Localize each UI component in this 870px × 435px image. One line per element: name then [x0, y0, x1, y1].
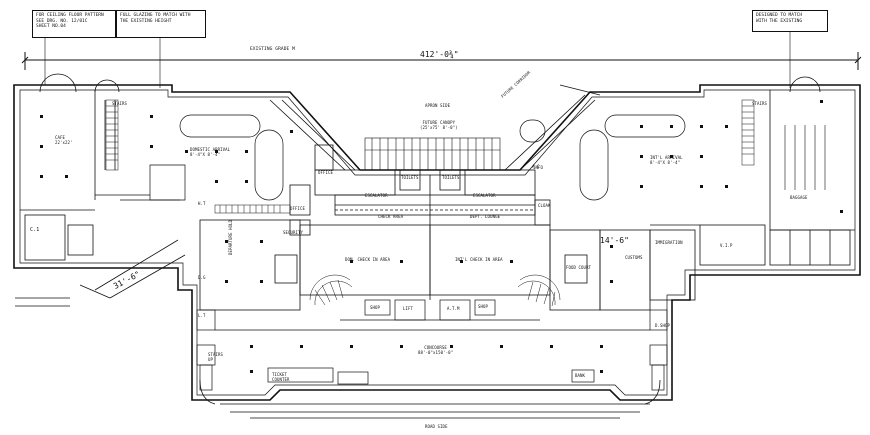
left-stairs-label: STAIRS [112, 101, 128, 106]
escalator-right [517, 274, 561, 307]
customs-label: CUSTOMS [625, 255, 643, 260]
building-outline-inner [19, 89, 856, 396]
concourse-left-rooms [196, 309, 668, 391]
road-side-edge [220, 403, 650, 419]
office-label-2: OFFICE [290, 206, 306, 211]
concourse-hall [215, 329, 650, 385]
apron-side-label: APRON SIDE [425, 103, 451, 108]
info-label: INFO [533, 165, 544, 170]
right-wing-walls [649, 76, 855, 301]
left-wing-walls [20, 73, 150, 261]
dg-label: D.G [198, 275, 206, 280]
ticket-counter-label: TICKET COUNTER [272, 372, 290, 382]
ht-label: H.T [198, 201, 206, 206]
stair-up-label: STAIRS UP [208, 352, 224, 362]
left-stair [105, 99, 119, 171]
check-in-areas [199, 175, 651, 311]
right-dimension-value: 14'-6" [600, 236, 629, 245]
departure-hold-label: DEPARTURE HOLD [228, 219, 233, 255]
hatched-walls [214, 204, 291, 214]
c1-label: C.1 [30, 227, 40, 233]
diagonal-connectors [269, 84, 601, 171]
atm-label: A.T.M [447, 306, 460, 311]
right-stairs-label: STAIRS [752, 101, 768, 106]
vip-label: V.I.P [720, 243, 733, 248]
lift-label: LIFT [403, 306, 414, 311]
future-canopy-label: FUTURE CANOPY (25'x75' 8'-0") [420, 120, 458, 130]
road-side-label: ROAD SIDE [425, 424, 448, 429]
baggage-label: BAGGAGE [790, 195, 808, 200]
escalator-left [309, 274, 353, 306]
cloak-label: CLOAK [538, 203, 551, 208]
column-grid [40, 100, 843, 373]
immigration-label: IMMIGRATION [655, 240, 683, 245]
baggage-belts [784, 125, 826, 190]
lt-label: L.T [198, 313, 206, 318]
ceiling-note-box: FOR CEILING FLOOR PATTERN SEE DRG. NO. 1… [32, 10, 116, 38]
shop-label-2: SHOP [478, 304, 489, 309]
escalator-label: ESCALATOR [365, 193, 388, 198]
domestic-arrival-label: DOMESTIC ARRIVAL 8'-4"X 8'-4" [190, 147, 231, 157]
toilets-left-label: TOILETS [401, 175, 419, 180]
security-label: SECURITY [283, 230, 304, 235]
right-stair [741, 99, 755, 166]
left-arrival-counters [120, 114, 284, 201]
check-area-label: CHECK AREA [378, 214, 404, 219]
domestic-checkin-label: DOM. CHECK IN AREA [345, 257, 391, 262]
glazing-note-box: FULL GLAZING TO MATCH WITH THE EXISTING … [116, 10, 206, 38]
concourse-label: CONCOURSE 88'-0"x150'-0" [418, 345, 454, 355]
food-court-label: FOOD COURT [566, 265, 592, 270]
ac-label: A.C [532, 164, 540, 169]
shop-label: SHOP [370, 305, 381, 310]
office-label: OFFICE [318, 170, 334, 175]
toilets-right-label: TOILETS [442, 175, 460, 180]
d-shop-label: D.SHOP [655, 323, 671, 328]
intl-arrival-label: INT'L ARRIVAL 8'-4"X 8'-4" [650, 155, 683, 165]
left-ramp [15, 239, 186, 307]
bank-label: BANK [575, 373, 586, 378]
future-canopy-grid [364, 137, 501, 171]
cafe-label: CAFE 22'x22' [55, 135, 73, 145]
overall-dimension-value: 412'-0¾" [420, 50, 459, 59]
escalator-label-2: ESCALATOR [473, 193, 496, 198]
intl-checkin-label: INT'L CHECK IN AREA [455, 257, 503, 262]
central-core [289, 144, 551, 236]
designed-note-box: DESIGNED TO MATCH WITH THE EXISTING [752, 10, 828, 32]
dept-lounge-label: DEPT. LOUNGE [470, 214, 501, 219]
bottom-centre-rooms [340, 299, 540, 321]
right-arrival-counters [519, 114, 686, 201]
overall-dimension-line [21, 52, 862, 70]
overall-dimension-label: EXISTING GRADE M [250, 47, 295, 52]
